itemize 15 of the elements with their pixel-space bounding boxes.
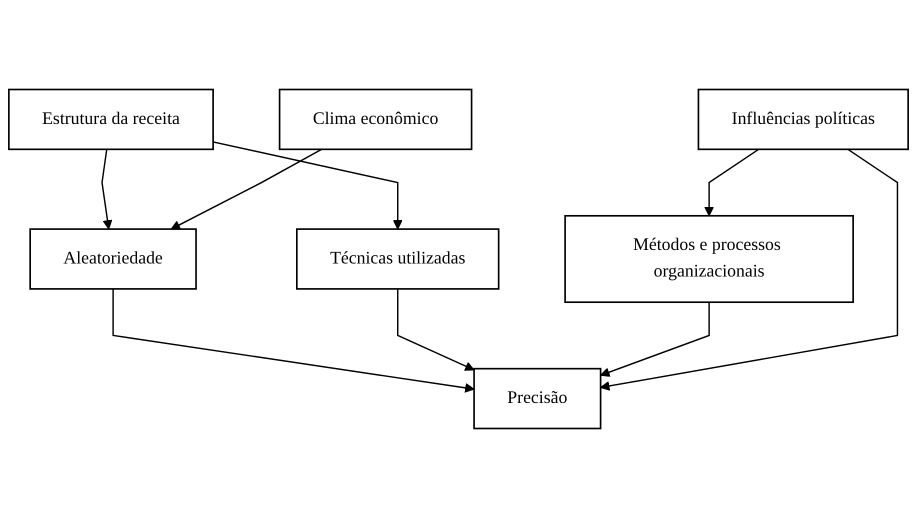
node-box: Influências políticas	[698, 88, 909, 150]
node-box: Métodos e processos organizacionais	[564, 214, 854, 304]
arrow	[112, 288, 475, 393]
node-box: Estrutura da receita	[8, 88, 214, 150]
arrow	[704, 148, 760, 216]
node-box: Precisão	[473, 368, 602, 430]
node-box: Clima econômico	[278, 88, 472, 150]
arrow	[600, 302, 710, 377]
arrow	[397, 288, 475, 371]
arrow	[212, 141, 403, 230]
node-box: Aleatoriedade	[29, 228, 197, 290]
arrow	[101, 149, 112, 230]
node-box: Técnicas utilizadas	[296, 228, 500, 290]
arrow	[170, 148, 322, 230]
arrow	[600, 148, 898, 391]
